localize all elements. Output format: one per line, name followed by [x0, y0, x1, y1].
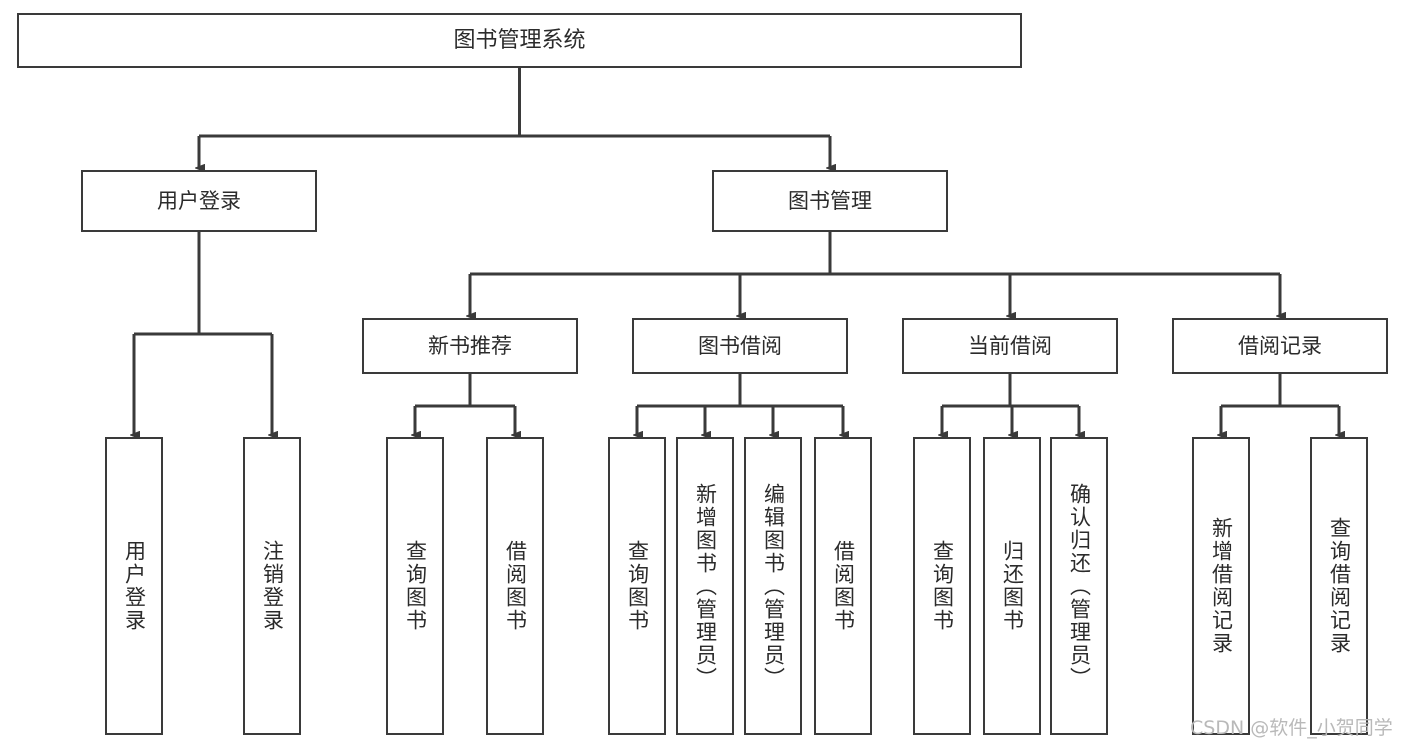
node-leaf-borrow-book-2[interactable]: 借阅图书 — [814, 437, 872, 735]
node-leaf-user-login-label: 用户登录 — [122, 540, 147, 632]
node-user-login-label: 用户登录 — [157, 188, 241, 213]
node-leaf-add-book[interactable]: 新增图书（管理员） — [676, 437, 734, 735]
node-book-manage-label: 图书管理 — [788, 188, 872, 213]
node-borrow-record-label: 借阅记录 — [1238, 333, 1322, 358]
node-new-book-rec-label: 新书推荐 — [428, 333, 512, 358]
csdn-watermark: CSDN @软件_小贺同学 — [1190, 717, 1393, 739]
node-root-label: 图书管理系统 — [453, 27, 586, 53]
node-leaf-query-record-label: 查询借阅记录 — [1327, 517, 1352, 655]
node-leaf-edit-book-label: 编辑图书（管理员） — [761, 482, 786, 690]
node-leaf-query-book-2-label: 查询图书 — [625, 540, 650, 632]
node-leaf-edit-book[interactable]: 编辑图书（管理员） — [744, 437, 802, 735]
node-leaf-add-record[interactable]: 新增借阅记录 — [1192, 437, 1250, 735]
node-leaf-confirm-return-label: 确认归还（管理员） — [1067, 482, 1092, 690]
node-current-borrow[interactable]: 当前借阅 — [902, 318, 1118, 374]
node-leaf-query-book-2[interactable]: 查询图书 — [608, 437, 666, 735]
node-leaf-query-book-1[interactable]: 查询图书 — [386, 437, 444, 735]
node-leaf-logout-label: 注销登录 — [260, 540, 285, 632]
node-user-login[interactable]: 用户登录 — [81, 170, 317, 232]
node-borrow-record[interactable]: 借阅记录 — [1172, 318, 1388, 374]
node-current-borrow-label: 当前借阅 — [968, 333, 1052, 358]
node-leaf-query-record[interactable]: 查询借阅记录 — [1310, 437, 1368, 735]
node-leaf-query-book-3[interactable]: 查询图书 — [913, 437, 971, 735]
node-new-book-rec[interactable]: 新书推荐 — [362, 318, 578, 374]
node-book-borrow[interactable]: 图书借阅 — [632, 318, 848, 374]
node-leaf-return-book-label: 归还图书 — [1000, 540, 1025, 632]
node-leaf-confirm-return[interactable]: 确认归还（管理员） — [1050, 437, 1108, 735]
node-leaf-borrow-book-2-label: 借阅图书 — [831, 540, 856, 632]
node-leaf-query-book-1-label: 查询图书 — [403, 540, 428, 632]
node-leaf-logout[interactable]: 注销登录 — [243, 437, 301, 735]
node-leaf-add-book-label: 新增图书（管理员） — [693, 482, 718, 690]
node-leaf-borrow-book-1-label: 借阅图书 — [503, 540, 528, 632]
node-leaf-user-login[interactable]: 用户登录 — [105, 437, 163, 735]
node-book-borrow-label: 图书借阅 — [698, 333, 782, 358]
node-leaf-query-book-3-label: 查询图书 — [930, 540, 955, 632]
node-leaf-add-record-label: 新增借阅记录 — [1209, 517, 1234, 655]
node-book-manage[interactable]: 图书管理 — [712, 170, 948, 232]
node-leaf-borrow-book-1[interactable]: 借阅图书 — [486, 437, 544, 735]
node-leaf-return-book[interactable]: 归还图书 — [983, 437, 1041, 735]
node-root[interactable]: 图书管理系统 — [17, 13, 1022, 68]
